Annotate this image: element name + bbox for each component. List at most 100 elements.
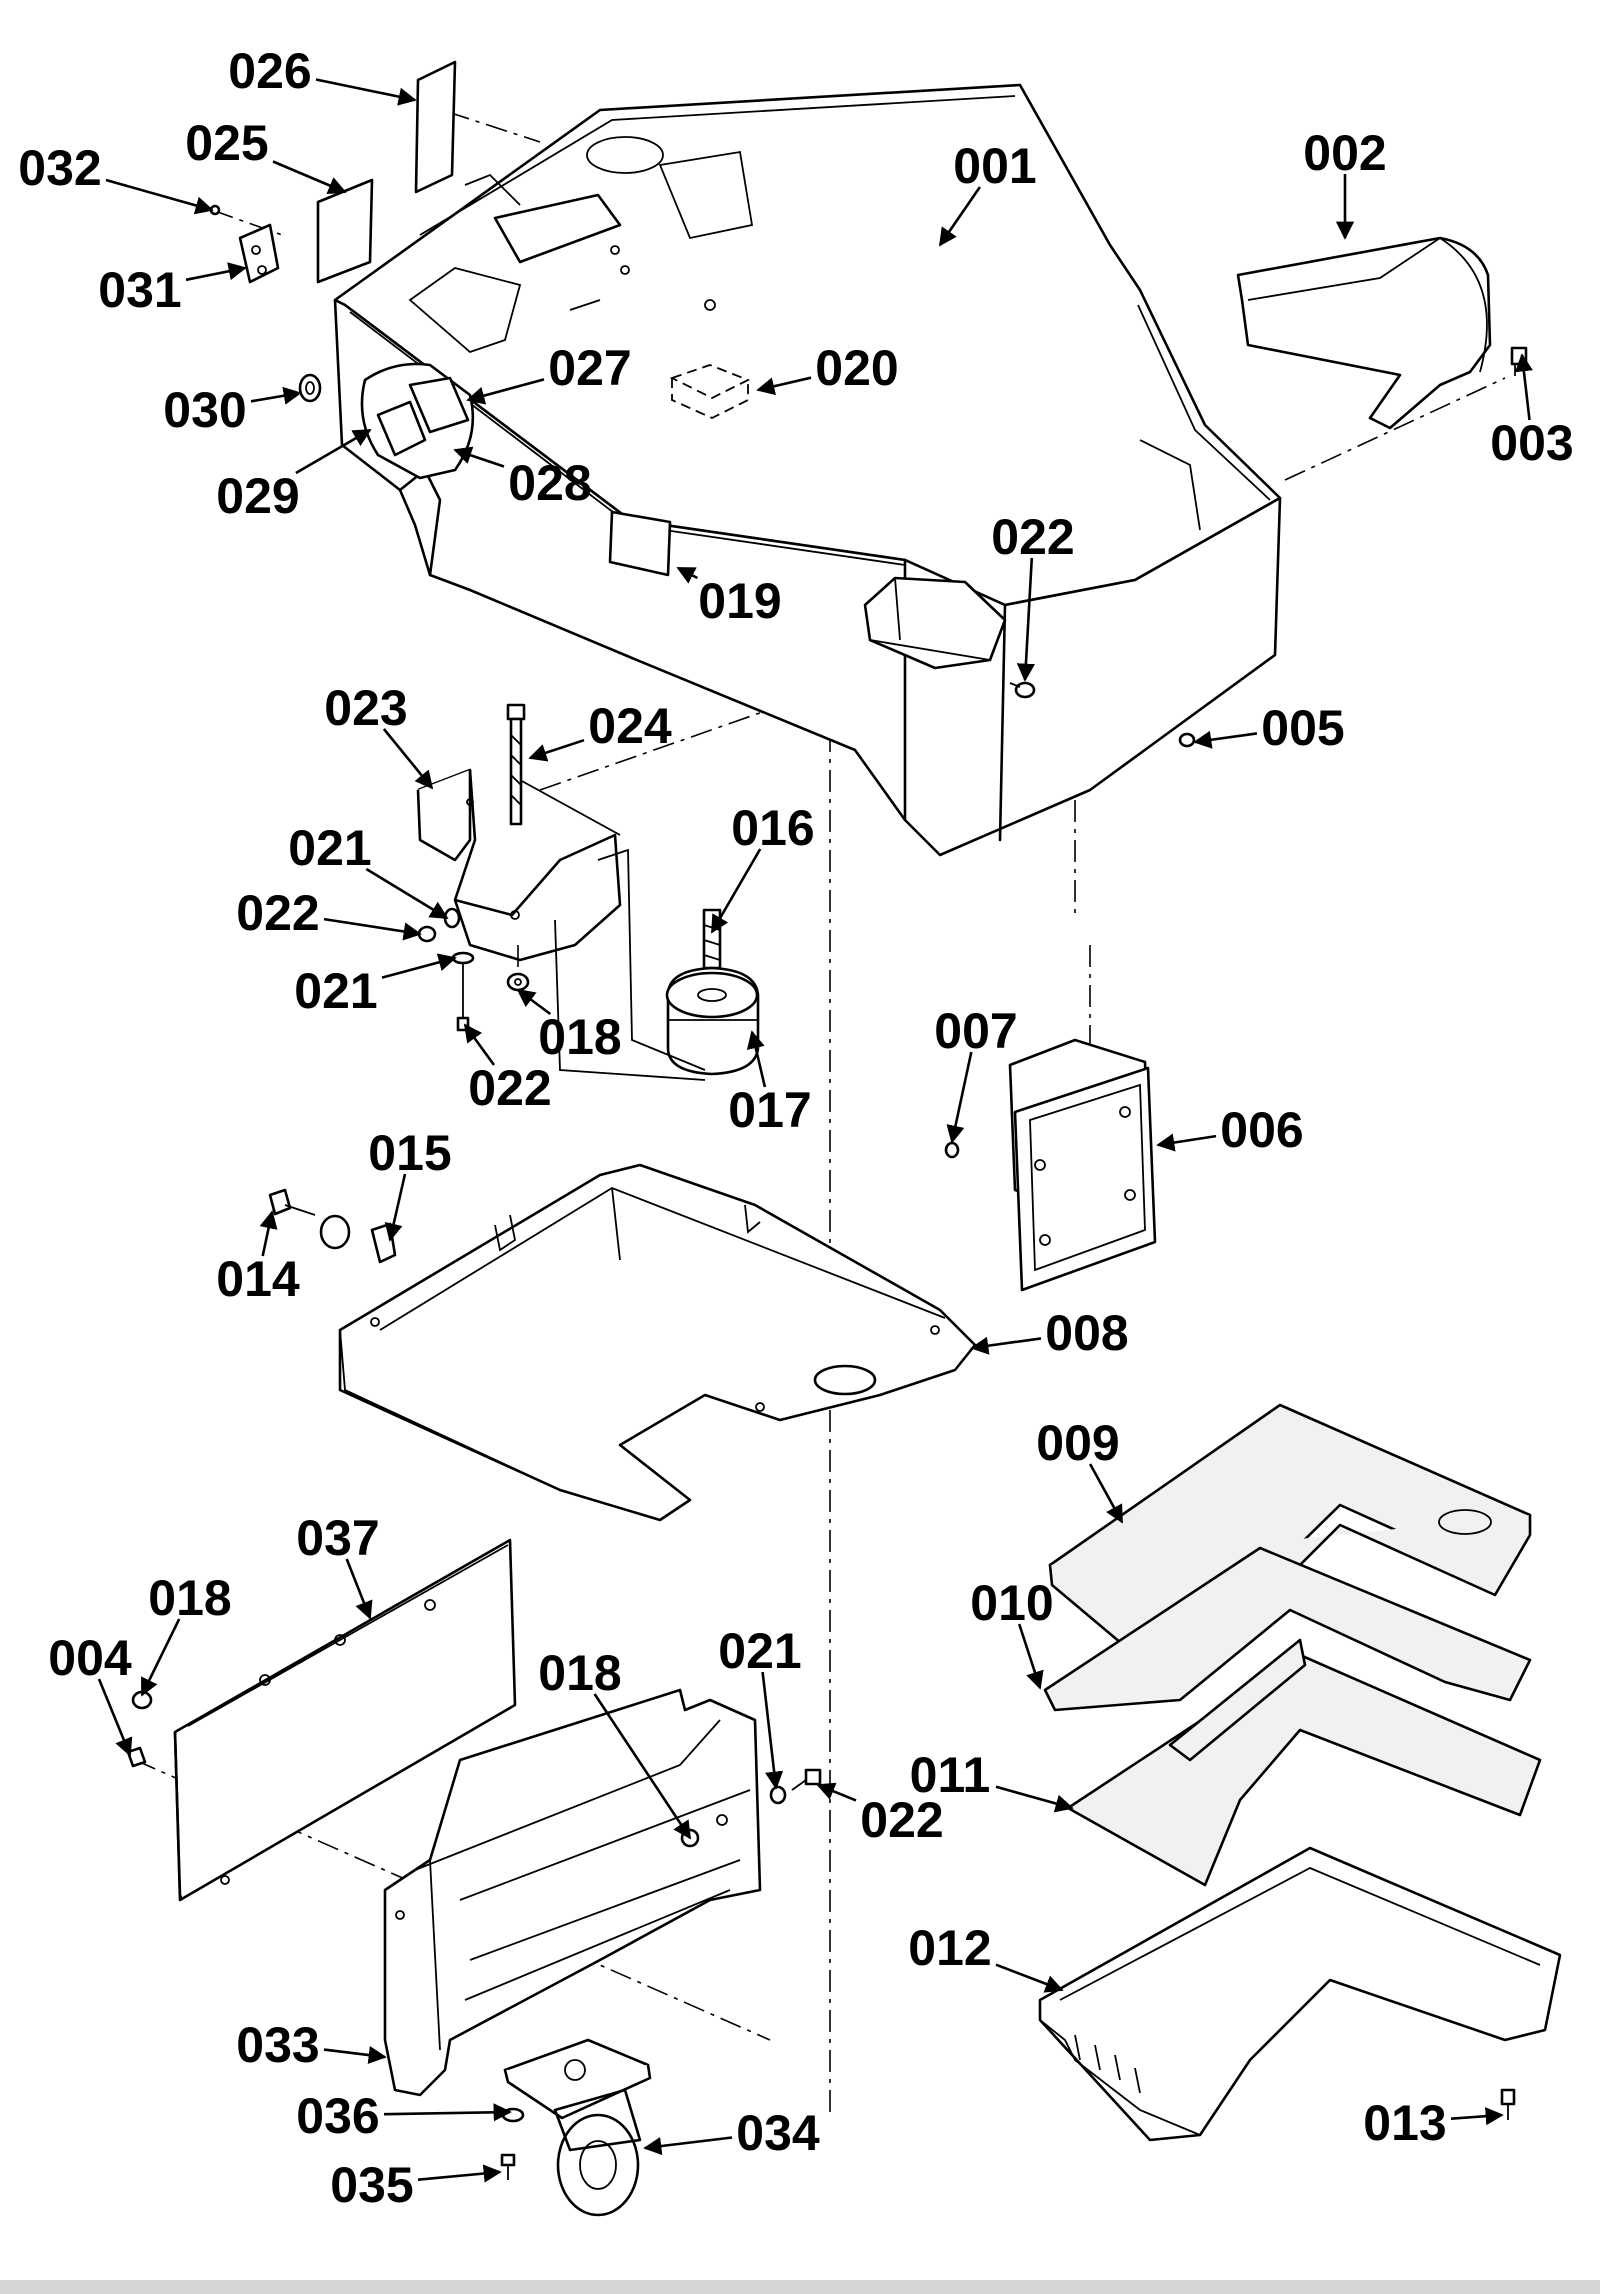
motor-017 <box>665 966 760 1076</box>
callout-label: 012 <box>908 1920 991 1976</box>
leader-arrow <box>528 738 585 762</box>
tray-008 <box>338 1163 977 1522</box>
leader-arrow <box>466 378 545 405</box>
mount-frame-lines <box>554 848 706 1081</box>
callout-label: 010 <box>970 1575 1053 1631</box>
callout-036: 036 <box>296 2088 512 2144</box>
callout-label: 016 <box>731 800 814 856</box>
leader-arrow <box>756 376 812 396</box>
plate-037 <box>173 1538 517 1902</box>
leader-arrow <box>710 848 762 934</box>
callout-label: 022 <box>236 885 319 941</box>
leader-arrow <box>383 2103 512 2122</box>
leader-arrow <box>185 262 247 282</box>
leader-arrow <box>463 1023 496 1066</box>
leader-arrow <box>643 2136 733 2156</box>
screw-022-housing <box>1009 681 1036 699</box>
callout-023: 023 <box>324 680 434 790</box>
callout-label: 022 <box>468 1060 551 1116</box>
callout-002: 002 <box>1303 125 1387 240</box>
bolt-024 <box>506 703 526 826</box>
callout-label: 007 <box>934 1003 1017 1059</box>
callout-022: 022 <box>463 1023 552 1116</box>
callout-label: 022 <box>860 1792 943 1848</box>
box-020 <box>669 364 751 419</box>
callout-label: 026 <box>228 43 311 99</box>
leader-arrow <box>382 728 434 790</box>
callout-009: 009 <box>1036 1415 1124 1524</box>
callout-037: 037 <box>296 1510 380 1620</box>
leader-arrow <box>250 386 302 405</box>
caster-034 <box>503 2038 652 2217</box>
callout-019: 019 <box>676 566 782 629</box>
callout-018: 018 <box>516 988 622 1065</box>
callout-label: 028 <box>508 455 591 511</box>
leader-arrow <box>593 1693 692 1840</box>
leader-arrow <box>105 178 214 215</box>
callout-label: 031 <box>98 262 181 318</box>
callout-011: 011 <box>910 1747 1074 1813</box>
callout-025: 025 <box>185 115 347 194</box>
leader-arrow <box>384 1173 407 1242</box>
callout-label: 019 <box>698 573 781 629</box>
leader-arrow <box>140 1618 181 1697</box>
callout-015: 015 <box>368 1125 452 1242</box>
leader-arrow <box>761 1671 784 1790</box>
callout-026: 026 <box>228 43 417 106</box>
screw-013 <box>1500 2088 1516 2120</box>
screw-032 <box>209 204 221 216</box>
leader-arrow <box>1016 557 1035 682</box>
callout-label: 024 <box>588 698 672 754</box>
callout-label: 023 <box>324 680 407 736</box>
callout-021: 021 <box>718 1623 802 1790</box>
leader-arrow <box>970 1336 1042 1355</box>
leader-arrow <box>323 917 422 941</box>
callout-label: 002 <box>1303 125 1386 181</box>
callout-007: 007 <box>934 1003 1018 1144</box>
frame-010 <box>1043 1546 1532 1712</box>
screw-004 <box>126 1746 147 1768</box>
gasket-025 <box>316 178 374 284</box>
leader-arrow <box>97 1678 133 1757</box>
callout-label: 021 <box>288 820 371 876</box>
callout-012: 012 <box>908 1920 1064 1993</box>
callout-label: 004 <box>48 1630 132 1686</box>
nut-030 <box>298 373 322 403</box>
fasteners-021-022-right <box>769 1768 822 1805</box>
callout-034: 034 <box>643 2105 820 2161</box>
callout-008: 008 <box>970 1305 1129 1361</box>
callout-label: 021 <box>294 963 377 1019</box>
callout-label: 032 <box>18 140 101 196</box>
callout-label: 018 <box>148 1570 231 1626</box>
screw-014 <box>268 1188 316 1216</box>
leader-arrow <box>259 1210 278 1257</box>
callout-022: 022 <box>236 885 422 941</box>
callout-028: 028 <box>453 446 592 511</box>
leader-arrow <box>295 428 372 475</box>
bottom-edge <box>0 2280 1600 2294</box>
leader-arrow <box>453 446 505 468</box>
callout-label: 036 <box>296 2088 379 2144</box>
callout-label: 003 <box>1490 415 1573 471</box>
callout-label: 015 <box>368 1125 451 1181</box>
callout-label: 014 <box>216 1251 300 1307</box>
callout-label: 011 <box>910 1747 991 1803</box>
callout-033: 033 <box>236 2017 387 2073</box>
callout-018: 018 <box>538 1645 692 1840</box>
callout-label: 033 <box>236 2017 319 2073</box>
callout-label: 029 <box>216 468 299 524</box>
callout-label: 006 <box>1220 1102 1303 1158</box>
callout-label: 020 <box>815 340 898 396</box>
callout-label: 022 <box>991 509 1074 565</box>
leader-arrow <box>1156 1133 1217 1152</box>
callout-label: 008 <box>1045 1305 1128 1361</box>
leader-arrow <box>1088 1463 1124 1524</box>
callout-label: 018 <box>538 1009 621 1065</box>
callout-031: 031 <box>98 262 247 318</box>
callout-017: 017 <box>728 1030 812 1138</box>
screw-035 <box>500 2153 516 2180</box>
callout-021: 021 <box>288 820 449 920</box>
callout-013: 013 <box>1363 2095 1504 2151</box>
